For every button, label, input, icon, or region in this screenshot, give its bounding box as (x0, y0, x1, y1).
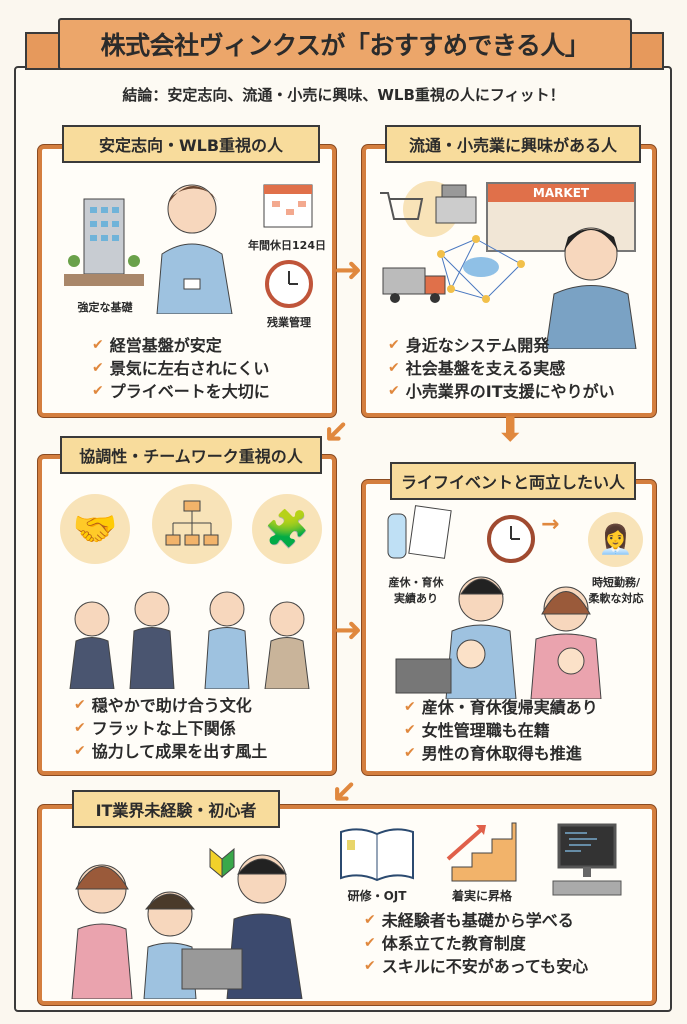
mentoring-illustration (62, 829, 322, 999)
check-icon: ✔ (74, 697, 86, 713)
list-item: ✔ スキルに不安があっても安心 (364, 955, 588, 978)
parents-with-babies-illustration (386, 569, 641, 699)
panel-retail: MARKET ✔ 身近なシステム開発 ✔ 社会基盤を支える実感 ✔ 小売業界のIT支援… (362, 145, 656, 417)
bullet-text: 景気に左右されにくい (109, 359, 270, 378)
puzzle-icon: 🧩 (252, 494, 322, 564)
bullet-text: 男性の育休取得も推進 (421, 744, 582, 763)
list-item: ✔ 身近なシステム開発 (388, 334, 615, 357)
org-chart-icon (152, 484, 232, 564)
caption-promotion: 着実に昇格 (451, 889, 512, 903)
bullet-text: 未経験者も基礎から学べる (381, 911, 574, 930)
check-icon: ✔ (364, 912, 376, 928)
bullet-text: スキルに不安があっても安心 (381, 957, 589, 976)
team-illustration (62, 579, 317, 689)
check-icon: ✔ (364, 935, 376, 951)
list-item: ✔ 産休・育休復帰実績あり (404, 696, 598, 719)
page-title: 株式会社ヴィンクスが「おすすめできる人」 (58, 18, 632, 70)
subtitle: 結論：安定志向、流通・小売に興味、WLB重視の人にフィット！ (122, 86, 565, 104)
check-icon: ✔ (404, 699, 416, 715)
calendar-icon (260, 179, 316, 231)
panel-title: IT業界未経験・初心者 (72, 790, 280, 828)
panel-beginners: 研修・OJT 着実に昇格 ✔ 未経験者も基礎から学べる ✔ 体系立てた教育制度 ✔ ス… (38, 805, 656, 1005)
list-item: ✔ 社会基盤を支える実感 (388, 357, 615, 380)
bullet-text: 女性管理職も在籍 (421, 721, 550, 740)
list-item: ✔ フラットな上下関係 (74, 717, 267, 740)
bullet-list: ✔ 身近なシステム開発 ✔ 社会基盤を支える実感 ✔ 小売業界のIT支援にやりがい (388, 334, 615, 403)
book-icon (337, 824, 417, 884)
bullet-text: 産休・育休復帰実績あり (421, 698, 598, 717)
list-item: ✔ 経営基盤が安定 (92, 334, 270, 357)
bullet-text: 協力して成果を出す風土 (91, 742, 268, 761)
bullet-text: フラットな上下関係 (91, 719, 236, 738)
check-icon: ✔ (92, 383, 104, 399)
panel-title: 安定志向・WLB重視の人 (62, 125, 320, 163)
cart-register-icon (376, 179, 486, 239)
check-icon: ✔ (388, 383, 400, 399)
arrow-down-icon: ⬇ (496, 410, 525, 450)
market-store-illustration: MARKET (486, 182, 636, 252)
check-icon: ✔ (404, 722, 416, 738)
bullet-list: ✔ 穏やかで助け合う文化 ✔ フラットな上下関係 ✔ 協力して成果を出す風土 (74, 694, 267, 763)
worker-illustration (536, 209, 646, 349)
check-icon: ✔ (388, 360, 400, 376)
list-item: ✔ 協力して成果を出す風土 (74, 740, 267, 763)
bullet-text: 穏やかで助け合う文化 (91, 696, 252, 715)
list-item: ✔ 未経験者も基礎から学べる (364, 909, 588, 932)
computer-code-icon (547, 821, 627, 901)
list-item: ✔ 景気に左右されにくい (92, 357, 270, 380)
stairs-growth-icon (442, 819, 522, 884)
check-icon: ✔ (74, 720, 86, 736)
caption-overtime: 残業管理 (267, 316, 311, 329)
building-icon (64, 179, 144, 289)
list-item: ✔ 女性管理職も在籍 (404, 719, 598, 742)
check-icon: ✔ (388, 337, 400, 353)
caption-training: 研修・OJT (347, 889, 407, 903)
list-item: ✔ 小売業界のIT支援にやりがい (388, 380, 615, 403)
list-item: ✔ 穏やかで助け合う文化 (74, 694, 267, 717)
check-icon: ✔ (92, 360, 104, 376)
handshake-icon: 🤝 (60, 494, 130, 564)
bullet-text: 身近なシステム開発 (405, 336, 550, 355)
bullet-list: ✔ 経営基盤が安定 ✔ 景気に左右されにくい ✔ プライベートを大切に (92, 334, 270, 403)
panel-life-events: 産休・育休 実績あり → 👩‍💼 時短勤務/ 柔軟な対応 ✔ 産休・育休復帰実績あ… (362, 480, 656, 775)
baby-bottle-document-icon (384, 504, 454, 564)
bullet-list: ✔ 産休・育休復帰実績あり ✔ 女性管理職も在籍 ✔ 男性の育休取得も推進 (404, 696, 598, 765)
bullet-text: 小売業界のIT支援にやりがい (405, 382, 615, 401)
bullet-text: 体系立てた教育制度 (381, 934, 526, 953)
relaxed-man-illustration (142, 164, 242, 314)
network-cloud-icon (436, 234, 526, 304)
list-item: ✔ プライベートを大切に (92, 380, 270, 403)
panel-title: 流通・小売業に興味がある人 (385, 125, 641, 163)
check-icon: ✔ (74, 743, 86, 759)
truck-icon (381, 264, 451, 306)
panel-title: 協調性・チームワーク重視の人 (60, 436, 322, 474)
market-sign: MARKET (488, 184, 634, 202)
arrow-right-icon: → (541, 512, 560, 537)
panel-stability: 強定な基礎 年間休日124日 残業管理 ✔ 経営基盤が安定 ✔ 景気に左右されにくい… (38, 145, 336, 417)
caption-foundation: 強定な基礎 (77, 301, 133, 314)
bullet-text: 社会基盤を支える実感 (405, 359, 566, 378)
panel-teamwork: 🤝 🧩 ✔ 穏やかで助け合う文化 ✔ フラットな上下関係 ✔ 協力して成果を出す風土 (38, 455, 336, 775)
list-item: ✔ 体系立てた教育制度 (364, 932, 588, 955)
bullet-list: ✔ 未経験者も基礎から学べる ✔ 体系立てた教育制度 ✔ スキルに不安があっても安心 (364, 909, 588, 978)
clock-icon (486, 514, 536, 564)
arrow-right-icon: ➜ (334, 610, 363, 650)
clock-icon (264, 259, 314, 309)
check-icon: ✔ (92, 337, 104, 353)
check-icon: ✔ (364, 958, 376, 974)
list-item: ✔ 男性の育休取得も推進 (404, 742, 598, 765)
check-icon: ✔ (404, 745, 416, 761)
caption-leave-record: 産休・育休 実績あり (388, 576, 444, 605)
bullet-text: 経営基盤が安定 (109, 336, 222, 355)
panel-title: ライフイベントと両立したい人 (390, 462, 636, 500)
caption-short-hours: 時短勤務/ 柔軟な対応 (588, 576, 644, 605)
arrow-right-icon: ➜ (334, 250, 363, 290)
woman-office-icon: 👩‍💼 (588, 512, 643, 567)
bullet-text: プライベートを大切に (109, 382, 270, 401)
caption-holidays: 年間休日124日 (248, 239, 326, 252)
